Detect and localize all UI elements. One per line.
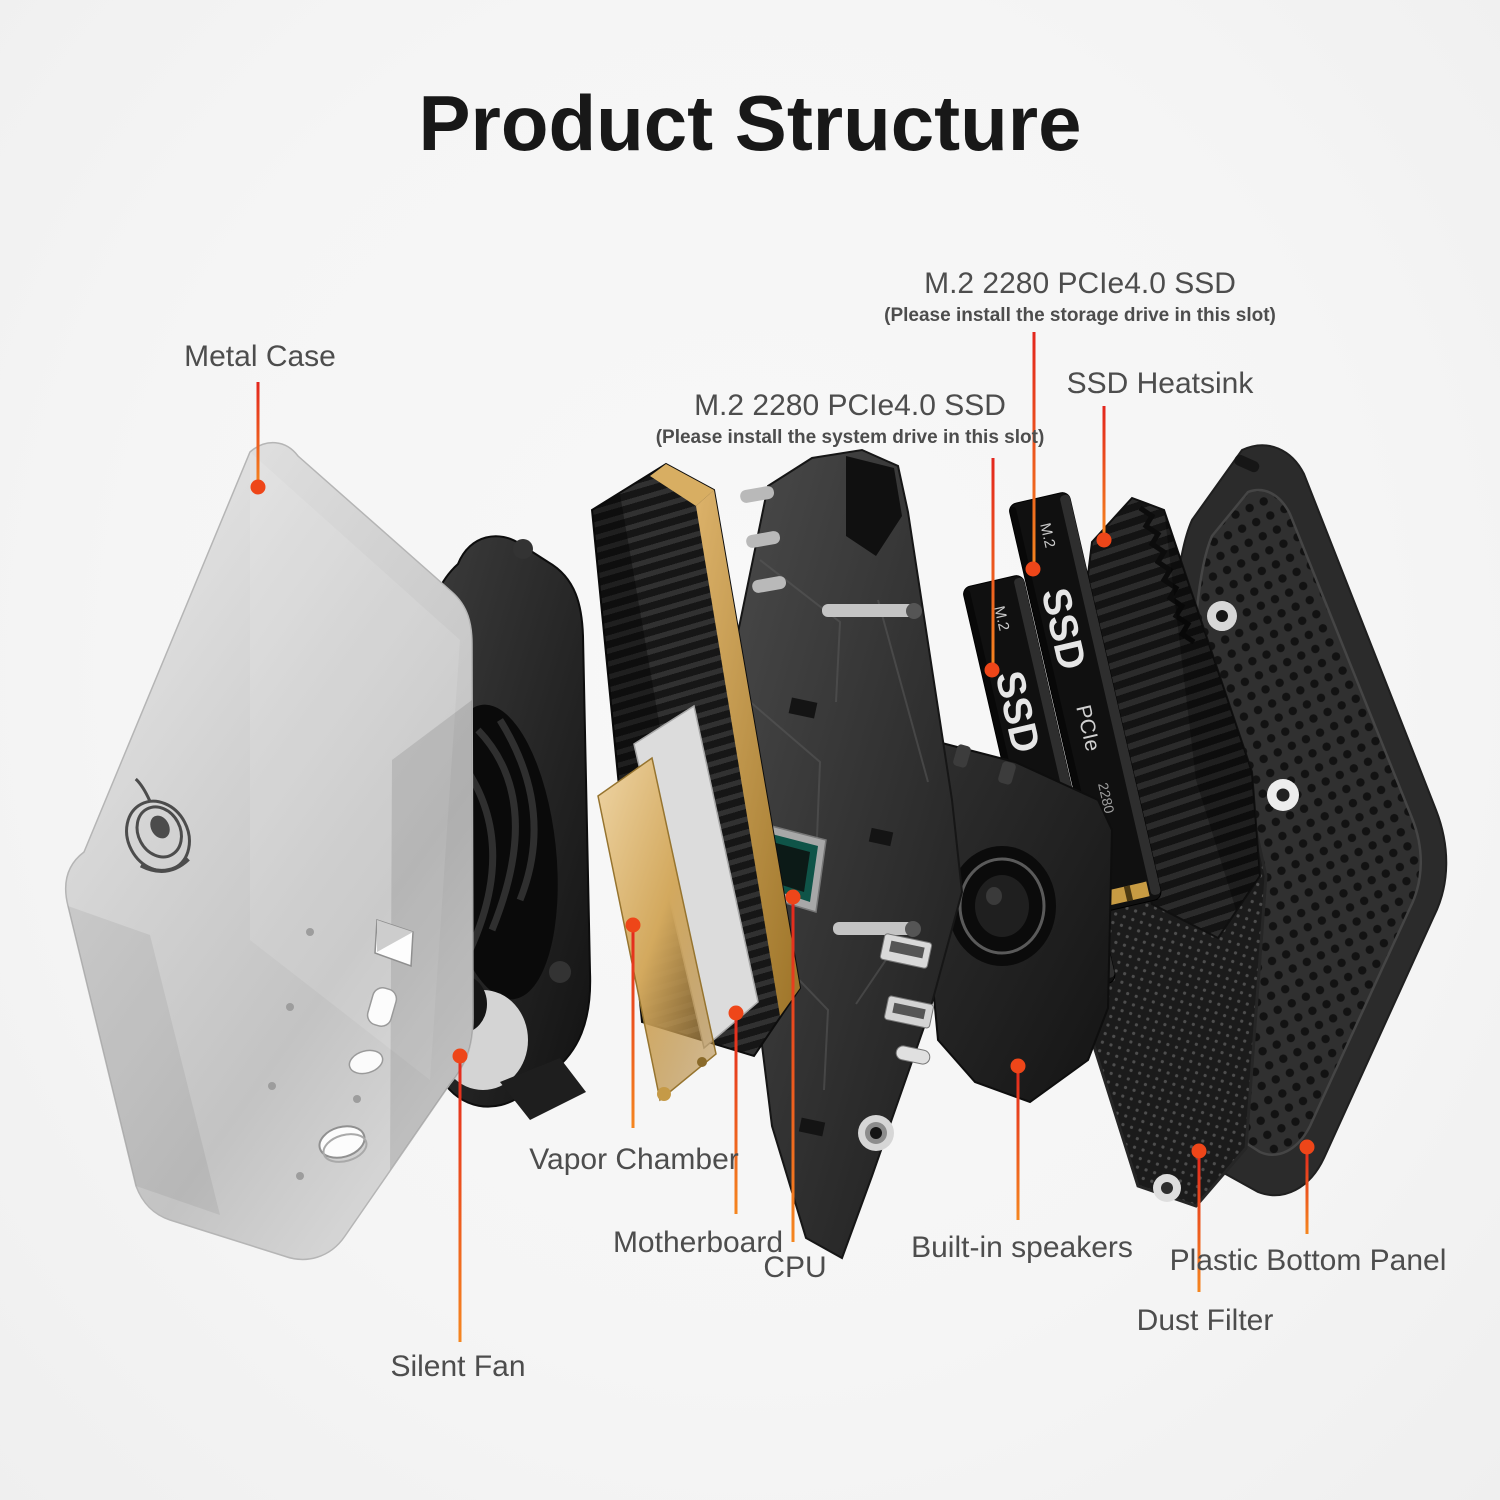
speaker-post <box>998 761 1016 785</box>
ssd-storage-m2-text: M.2 <box>1036 521 1058 549</box>
leader-dot-silent-fan <box>452 1048 468 1064</box>
io-ports <box>858 933 934 1151</box>
brand-logo-swirl <box>125 777 191 873</box>
long-screw <box>833 922 913 935</box>
label-silent-fan-text: Silent Fan <box>390 1350 526 1383</box>
vapor-chamber-illustration <box>590 462 802 1102</box>
motherboard-illustration <box>732 448 964 1260</box>
heatpipe-gold-edge <box>696 490 800 1016</box>
leader-motherboard <box>734 1013 738 1214</box>
panel-foot-stub <box>1234 454 1260 473</box>
usb-c-port <box>895 1045 931 1065</box>
metal-case-illustration <box>64 442 474 1261</box>
leader-dot-speakers <box>1010 1058 1026 1074</box>
leader-vapor-chamber <box>631 925 635 1128</box>
leader-dust-filter <box>1197 1151 1201 1292</box>
label-bottom-panel-text: Plastic Bottom Panel <box>1169 1244 1447 1277</box>
leader-ssd-storage <box>1032 332 1036 569</box>
speaker-post <box>953 744 971 768</box>
circuit-traces <box>747 559 929 1091</box>
label-speakers: Built-in speakers <box>911 1231 1133 1266</box>
long-screw <box>822 604 914 617</box>
leader-silent-fan <box>458 1056 462 1342</box>
ssd-heatsink-illustration <box>1078 496 1262 940</box>
label-ssd-system-title: M.2 2280 PCIe4.0 SSD <box>694 389 1006 422</box>
label-ssd-system-subtitle: (Please install the system drive in this… <box>655 426 1045 448</box>
leader-cpu <box>791 897 795 1242</box>
label-vapor-chamber: Vapor Chamber <box>529 1143 739 1178</box>
label-motherboard-text: Motherboard <box>612 1226 784 1259</box>
leader-dot-vapor-chamber <box>625 917 641 933</box>
leader-metal-case <box>256 382 260 487</box>
label-dust-filter: Dust Filter <box>1137 1304 1274 1339</box>
label-ssd-heatsink: SSD Heatsink <box>1067 367 1254 402</box>
leader-lines <box>250 332 1315 1342</box>
label-bottom-panel: Plastic Bottom Panel <box>1170 1244 1447 1279</box>
standoff-pin <box>752 576 787 593</box>
label-speakers-text: Built-in speakers <box>911 1231 1133 1264</box>
label-cpu-text: CPU <box>763 1251 827 1284</box>
leader-ssd-heatsink <box>1102 406 1106 540</box>
label-ssd-heatsink-text: SSD Heatsink <box>1066 367 1254 400</box>
leader-dot-ssd-heatsink <box>1096 532 1112 548</box>
speakers-illustration <box>923 740 1114 1104</box>
label-motherboard: Motherboard <box>613 1226 783 1261</box>
leader-dot-metal-case <box>250 479 266 495</box>
leader-dot-motherboard <box>728 1005 744 1021</box>
vapor-chamber-plate <box>597 756 717 1102</box>
standoff-pin <box>740 486 775 503</box>
leader-dot-bottom-panel <box>1299 1139 1315 1155</box>
label-ssd-storage-title: M.2 2280 PCIe4.0 SSD <box>924 267 1236 300</box>
label-vapor-chamber-text: Vapor Chamber <box>529 1143 739 1176</box>
label-ssd-storage-subtitle: (Please install the storage drive in thi… <box>884 304 1276 326</box>
leader-ssd-system <box>991 458 995 670</box>
leader-speakers <box>1016 1066 1020 1220</box>
label-ssd-system: M.2 2280 PCIe4.0 SSD (Please install the… <box>656 389 1045 448</box>
label-metal-case-text: Metal Case <box>184 340 336 373</box>
label-ssd-storage: M.2 2280 PCIe4.0 SSD (Please install the… <box>884 267 1276 326</box>
leader-bottom-panel <box>1305 1147 1309 1234</box>
case-port-cutouts <box>268 918 414 1180</box>
board-connector-block <box>846 456 902 556</box>
leader-dot-dust-filter <box>1191 1143 1207 1159</box>
label-cpu: CPU <box>763 1251 826 1286</box>
standoff-pin <box>746 531 781 548</box>
leader-dot-cpu <box>785 889 801 905</box>
label-dust-filter-text: Dust Filter <box>1136 1304 1274 1337</box>
page-title: Product Structure <box>418 79 1082 167</box>
ssd-system-m2-text: M.2 <box>990 604 1012 632</box>
leader-dot-ssd-system <box>984 662 1000 678</box>
leader-dot-ssd-storage <box>1025 561 1041 577</box>
label-silent-fan: Silent Fan <box>390 1350 525 1385</box>
label-metal-case: Metal Case <box>184 340 336 375</box>
fan-bracket <box>500 1058 586 1120</box>
heatsink-fins <box>1138 505 1196 645</box>
